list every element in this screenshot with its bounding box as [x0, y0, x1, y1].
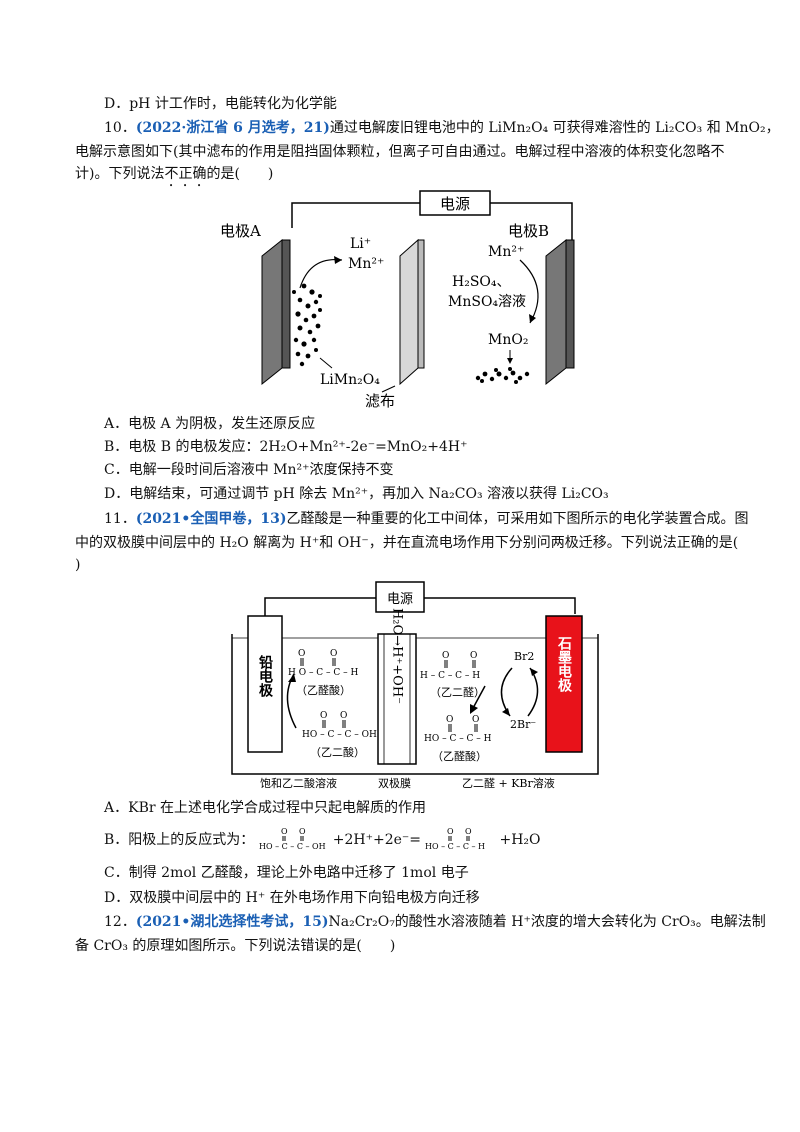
q10-option-d: D．电解结束，可通过调节 pH 除去 Mn²⁺，再加入 Na₂CO₃ 溶液以获得…	[104, 486, 609, 502]
q12-stem-line2: 备 CrO₃ 的原理如图所示。下列说法错误的是( )	[75, 938, 396, 954]
q10-filter-cloth	[399, 238, 419, 386]
q10-stem-text3a: 计)。下列说法	[75, 166, 165, 182]
q11-lead-electrode	[247, 615, 283, 753]
svg-text:HO – C – C – OH: HO – C – C – OH	[259, 842, 326, 851]
q11-membrane-label: H₂O→H⁺+OH⁻	[390, 608, 405, 704]
svg-text:O: O	[330, 649, 337, 659]
q11-power-box	[375, 581, 425, 613]
svg-text:O: O	[320, 711, 327, 721]
q10-mno2-particles	[475, 367, 530, 384]
q11-stem-text1: 乙醛酸是一种重要的化工中间体，可采用如下图所示的电化学装置合成。图	[286, 511, 749, 527]
q11-source: (2021•全国甲卷，13)	[135, 511, 287, 527]
svg-text:H – C – C – H: H – C – C – H	[420, 671, 480, 681]
q11-stem-line1: 11．(2021•全国甲卷，13)乙醛酸是一种重要的化工中间体，可采用如下图所示…	[104, 508, 764, 530]
q11-lead-electrode-label: 铅电极	[257, 654, 274, 698]
q10-ion-li: Li⁺	[350, 236, 371, 252]
q11-option-d: D．双极膜中间层中的 H⁺ 在外电场作用下向铅电极方向迁移	[104, 890, 480, 906]
q10-filter-label: 滤布	[365, 392, 395, 408]
q11-oxalic-acid-structure: O O HO – C – C – OH	[302, 711, 377, 740]
q12-source: (2021•湖北选择性考试，15)	[135, 914, 329, 930]
q11-glyoxylic-acid-label-right: （乙醛酸）	[432, 749, 487, 763]
q10-solution-h2so4: H₂SO₄、	[452, 274, 511, 290]
q10-stem-text3c: 的是( )	[206, 166, 274, 182]
q11-option-c: C．制得 2mol 乙醛酸，理论上外电路中迁移了 1mol 电子	[104, 865, 469, 881]
svg-text:HO – C – C – H: HO – C – C – H	[424, 734, 492, 744]
svg-text:H O – C – C – H: H O – C – C – H	[288, 668, 359, 678]
q10-option-a: A．电极 A 为阴极，发生还原反应	[104, 416, 316, 432]
q11-bottom-label-right: 乙二醛 + KBr溶液	[462, 776, 555, 790]
svg-text:O: O	[446, 715, 453, 725]
q11-option-b: B．阳极上的反应式为： O O HO – C – C – OH +2H⁺+2e⁻=…	[104, 826, 764, 856]
q10-option-c: C．电解一段时间后溶液中 Mn²⁺浓度保持不变	[104, 462, 394, 478]
q12-stem-text1: Na₂Cr₂O₇的酸性水溶液随着 H⁺浓度的增大会转化为 CrO₃。电解法制	[328, 914, 766, 930]
q10-electrolysis-diagram: 电源 电极A 滤布 电极B Li⁺ Mn²⁺ Mn²⁺ H₂SO₄、 MnSO₄…	[220, 190, 575, 408]
q11-power-label: 电源	[387, 592, 413, 607]
q10-stem-line2: 电解示意图如下(其中滤布的作用是阻挡固体颗粒，但离子可自由通过。电解过程中溶液的…	[75, 144, 725, 160]
q11-glyoxylic-acid-label-left: （乙醛酸）	[296, 683, 351, 697]
q10-ion-mn-b: Mn²⁺	[488, 244, 524, 260]
q11-tank	[231, 634, 599, 775]
q10-stem-text1: 通过电解废旧锂电池中的 LiMn₂O₄ 可获得难溶性的 Li₂CO₃ 和 MnO…	[329, 120, 780, 136]
svg-text:O: O	[298, 649, 305, 659]
q11-stem-line2: 中的双极膜中间层中的 H₂O 解离为 H⁺和 OH⁻，并在直流电场作用下分别问两…	[75, 535, 739, 551]
q11-graphite-electrode	[545, 615, 583, 753]
svg-text:O: O	[281, 827, 288, 836]
q10-option-b: B．电极 B 的电极发应：2H₂O+Mn²⁺-2e⁻=MnO₂+4H⁺	[104, 439, 468, 455]
q11-glyoxylic-acid-formula: O O HO – C – C – H	[425, 827, 485, 851]
q10-limn2o4-label: LiMn₂O₄	[320, 372, 380, 388]
q10-limn2o4-particles	[292, 283, 322, 367]
svg-text:O: O	[442, 651, 449, 661]
q11-glyoxal-label: （乙二醛）	[430, 685, 485, 699]
svg-text:HO – C – C – OH: HO – C – C – OH	[302, 730, 377, 740]
q11-option-b-middle: +2H⁺+2e⁻=	[332, 832, 422, 848]
q10-power-box	[419, 190, 491, 216]
q10-solution-mnso4: MnSO₄溶液	[448, 294, 526, 310]
q11-bottom-label-left: 饱和乙二酸溶液	[260, 776, 337, 790]
q10-source: (2022·浙江省 6 月选考，21)	[135, 120, 330, 136]
q11-glyoxal-structure: O O H – C – C – H	[420, 651, 480, 681]
svg-text:O: O	[470, 651, 477, 661]
q10-mno2-label: MnO₂	[488, 332, 528, 348]
q11-stem-line3: )	[75, 557, 81, 573]
q11-graphite-electrode-label: 石墨电极	[556, 636, 573, 693]
q10-electrode-a-label: 电极A	[220, 222, 261, 240]
q10-electrode-b	[545, 238, 567, 386]
q11-electrochemical-cell-diagram: 电源 铅电极 H₂O→H⁺+OH⁻ 石墨电极 O O H O – C – C – …	[231, 581, 599, 790]
q11-bottom-label-middle: 双极膜	[378, 776, 411, 790]
svg-text:O: O	[299, 827, 306, 836]
q10-electrode-b-label: 电极B	[508, 222, 549, 240]
q11-glyoxylic-acid-structure-right: O O HO – C – C – H	[424, 715, 492, 744]
svg-text:HO – C – C – H: HO – C – C – H	[425, 842, 485, 851]
q11-oxalic-acid-formula: O O HO – C – C – OH	[259, 827, 326, 851]
q12-number: 12．	[104, 914, 136, 930]
svg-text:O: O	[447, 827, 454, 836]
q11-option-a: A．KBr 在上述电化学合成过程中只起电解质的作用	[104, 800, 426, 816]
svg-text:O: O	[472, 715, 479, 725]
q9-option-d: D．pH 计工作时，电能转化为化学能	[104, 96, 337, 112]
q10-stem-line3: 计)。下列说法不正确的是( )	[75, 163, 735, 190]
q11-option-b-suffix: +H₂O	[499, 832, 541, 848]
q10-power-label: 电源	[440, 195, 470, 213]
q11-br2-label: Br2	[514, 650, 534, 663]
q10-number: 10．	[104, 120, 136, 136]
q10-electrode-a	[261, 238, 283, 386]
q11-br-minus-label: 2Br⁻	[510, 718, 536, 731]
q11-glyoxylic-acid-structure-left: O O H O – C – C – H	[288, 649, 359, 678]
q10-ion-mn: Mn²⁺	[348, 256, 384, 272]
q11-oxalic-acid-label: （乙二酸）	[310, 745, 365, 759]
q10-emphasis-not-correct: 不正确	[164, 166, 207, 182]
q11-option-b-prefix: B．阳极上的反应式为：	[104, 832, 255, 848]
q11-number: 11．	[104, 511, 136, 527]
svg-text:O: O	[340, 711, 347, 721]
q12-stem-line1: 12．(2021•湖北选择性考试，15)Na₂Cr₂O₇的酸性水溶液随着 H⁺浓…	[104, 911, 766, 933]
q10-stem-line1: 10．(2022·浙江省 6 月选考，21)通过电解废旧锂电池中的 LiMn₂O…	[104, 117, 780, 139]
svg-text:O: O	[465, 827, 472, 836]
